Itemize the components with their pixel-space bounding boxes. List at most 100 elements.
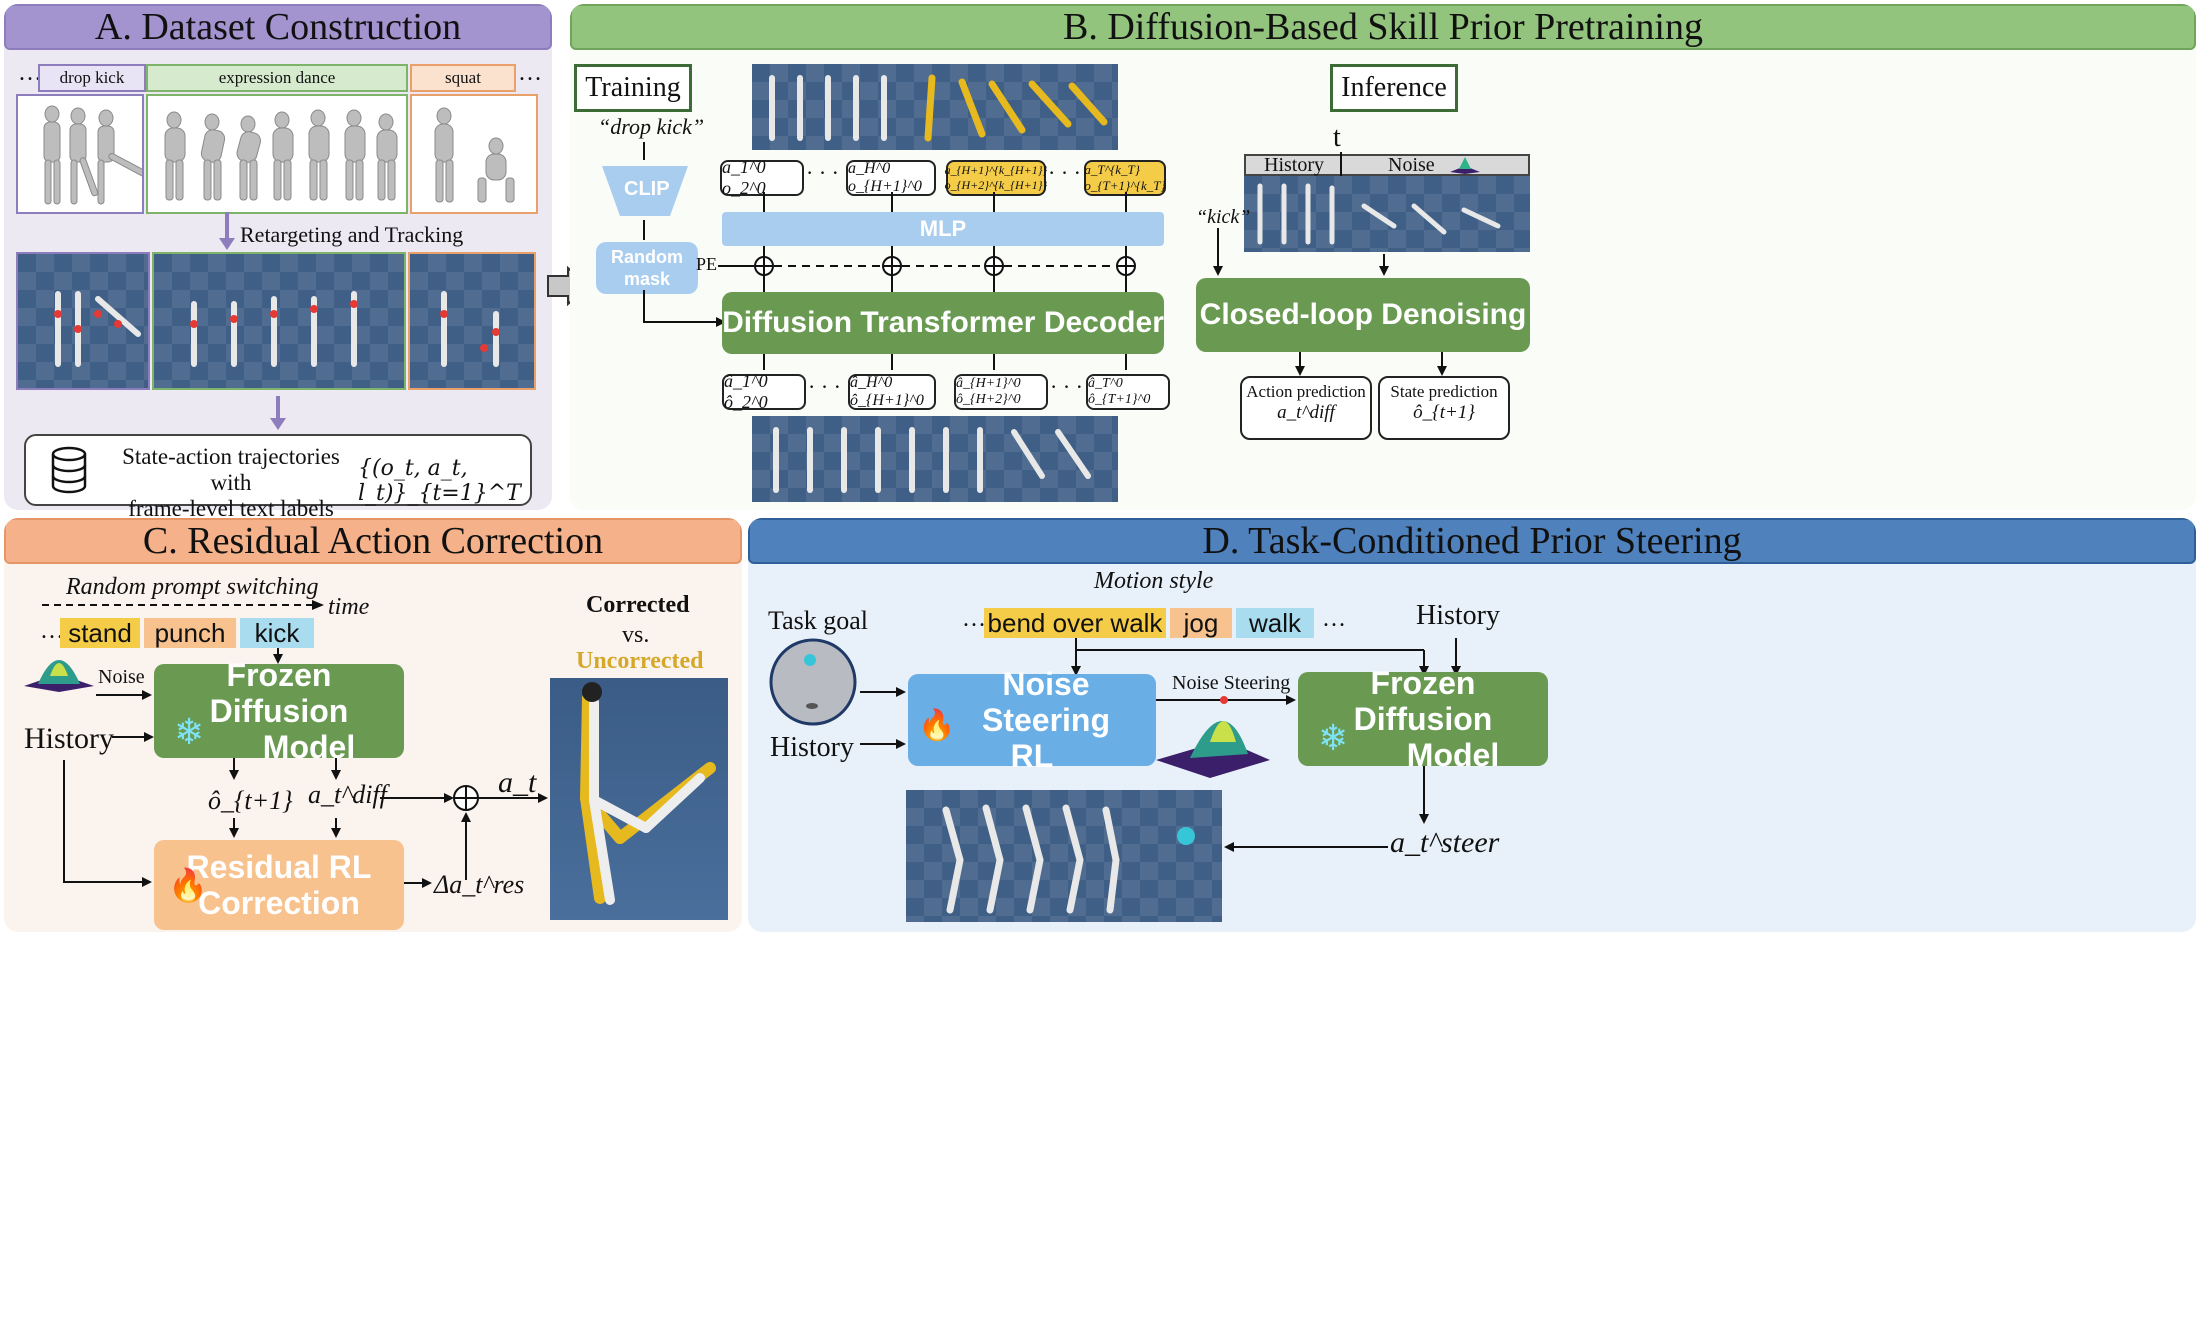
- vs-label: vs.: [622, 622, 650, 648]
- human-mesh-dance: [146, 94, 408, 214]
- gaussian-noise-icon: [1450, 157, 1480, 174]
- style-jog: jog: [1170, 608, 1232, 638]
- history-label: History: [1264, 154, 1324, 176]
- frozen-label-2: Model: [1406, 737, 1500, 773]
- training-label-box: Training: [574, 64, 692, 112]
- output-token-2: â_H^0 ô_{H+1}^0: [848, 374, 936, 410]
- inference-label: Inference: [1341, 72, 1447, 103]
- closed-loop-label: Closed-loop Denoising: [1199, 298, 1527, 331]
- history-arrow: [112, 732, 154, 742]
- frozen-label-1: Frozen Diffusion: [209, 657, 349, 729]
- robot-sim-drop-kick: [16, 252, 150, 390]
- training-prompt: “drop kick”: [598, 114, 705, 139]
- clip-tag-label: expression dance: [218, 68, 336, 87]
- output-dots-1: · · ·: [808, 374, 841, 399]
- fire-icon: 🔥: [168, 867, 208, 903]
- training-label: Training: [585, 72, 681, 103]
- input-token-4: a_T^{k_T} o_{T+1}^{k_T}: [1084, 160, 1166, 196]
- inference-label-box: Inference: [1330, 64, 1458, 112]
- panel-d-title: D. Task-Conditioned Prior Steering: [1202, 520, 1742, 562]
- action-prediction-symbol: a_t^diff: [1277, 402, 1335, 423]
- t-label: t: [1333, 122, 1341, 153]
- prompt-text: punch: [154, 617, 226, 648]
- decoder-label: Diffusion Transformer Decoder: [722, 306, 1164, 339]
- panel-d-header: D. Task-Conditioned Prior Steering: [748, 518, 2196, 564]
- robot-figures: [190, 291, 358, 367]
- motion-style-label: Motion style: [1094, 568, 1214, 594]
- robot-sim-squat: [408, 252, 536, 390]
- steer-symbol: a_t^steer: [1390, 826, 1500, 859]
- diffusion-transformer-decoder-block: Diffusion Transformer Decoder: [722, 292, 1164, 354]
- fire-icon: 🔥: [918, 709, 956, 742]
- human-mesh-drop-kick: [16, 94, 144, 214]
- noise-steering-rl-label-1: Noise Steering: [981, 666, 1111, 738]
- input-token-2: a_H^0 o_{H+1}^0: [846, 160, 936, 196]
- gaussian-noise-icon: [24, 660, 94, 692]
- model-to-steer-arrow: [1419, 766, 1429, 824]
- panel-c-header: C. Residual Action Correction: [4, 518, 742, 564]
- token-text: â_T^0 ô_{T+1}^0: [1088, 376, 1151, 407]
- clip-tag-label: squat: [445, 68, 481, 87]
- action-prediction-label: Action prediction: [1246, 382, 1366, 401]
- db-formula: {(o_t, a_t, l_t)}_{t=1}^T: [358, 456, 521, 506]
- prediction-arrows: [1295, 352, 1447, 376]
- snowflake-icon: ❄: [174, 712, 205, 753]
- state-prediction-label: State prediction: [1390, 382, 1498, 401]
- panel-c-title: C. Residual Action Correction: [142, 520, 604, 562]
- residual-arrow: [404, 878, 432, 888]
- style-walk: walk: [1236, 608, 1314, 638]
- human-mesh-squat: [410, 94, 538, 214]
- state-prediction-box: State prediction ô_{t+1}: [1378, 376, 1510, 440]
- prompt-text: stand: [68, 617, 132, 648]
- style-to-models-arrows: [1071, 638, 1461, 676]
- action-prediction-box: Action prediction a_t^diff: [1240, 376, 1372, 440]
- time-marker: [1340, 152, 1342, 178]
- res-symbol: Δa_t^res: [434, 870, 525, 899]
- clip-tag-label: drop kick: [59, 68, 125, 87]
- random-mask-label: Random mask: [611, 247, 683, 289]
- trajectory-database-box: State-action trajectories with frame-lev…: [24, 434, 532, 521]
- style-text: jog: [1183, 607, 1219, 638]
- clip-tag-drop-kick: drop kick: [38, 64, 146, 92]
- kick-prompt: “kick”: [1196, 206, 1251, 228]
- retarget-label: Retargeting and Tracking: [240, 222, 464, 247]
- style-ellipsis-right: …: [1322, 606, 1346, 632]
- token-text: a_H^0 o_{H+1}^0: [848, 160, 922, 195]
- token-text: â_H^0 ô_{H+1}^0: [850, 374, 924, 409]
- robot-sim-dance: [152, 252, 406, 390]
- closed-loop-denoising-block: Closed-loop Denoising: [1196, 278, 1530, 352]
- uncorrected-label: Uncorrected: [576, 648, 704, 674]
- db-text-line1: State-action trajectories with: [122, 444, 340, 495]
- steering-arrow-and-noise: [1156, 695, 1296, 778]
- token-text: a_1^0 o_2^0: [722, 157, 766, 198]
- style-ellipsis-left: …: [962, 606, 986, 632]
- noise-steering-rl-label-2: RL: [1010, 738, 1054, 774]
- inputs-to-rl-arrows: [860, 687, 906, 749]
- token-text: â_{H+1}^0 ô_{H+2}^0: [956, 376, 1021, 407]
- output-dots-2: · · ·: [1050, 374, 1083, 399]
- diff-symbol: a_t^diff: [308, 780, 387, 809]
- clip-tag-expression-dance: expression dance: [146, 64, 408, 92]
- training-motion-strip: [752, 64, 1118, 150]
- db-arrow: [276, 396, 280, 420]
- robot-figures: [942, 804, 1195, 914]
- time-arrow: [42, 600, 324, 610]
- frozen-label-1: Frozen Diffusion: [1353, 665, 1493, 737]
- steered-motion-render: [906, 790, 1222, 922]
- token-text: a_T^{k_T} o_{T+1}^{k_T}: [1084, 162, 1166, 193]
- robot-figures: [580, 682, 716, 905]
- style-text: bend over walk: [987, 607, 1163, 638]
- noise-label: Noise: [98, 666, 145, 688]
- corrected-vs-uncorrected-render: [550, 678, 728, 920]
- panel-a-header: A. Dataset Construction: [4, 4, 552, 50]
- steer-to-render-arrow: [1224, 842, 1388, 852]
- out-symbol: a_t: [498, 766, 537, 799]
- strip-to-denoise-arrow: [1379, 254, 1389, 276]
- db-text-line2: frame-level text labels: [128, 496, 334, 521]
- task-goal-label: Task goal: [768, 606, 868, 635]
- corrected-label: Corrected: [586, 592, 690, 618]
- prompt-text: kick: [254, 617, 300, 648]
- mesh-figures: [434, 107, 515, 203]
- frozen-diffusion-model-block-c: Frozen Diffusion Model: [154, 657, 404, 765]
